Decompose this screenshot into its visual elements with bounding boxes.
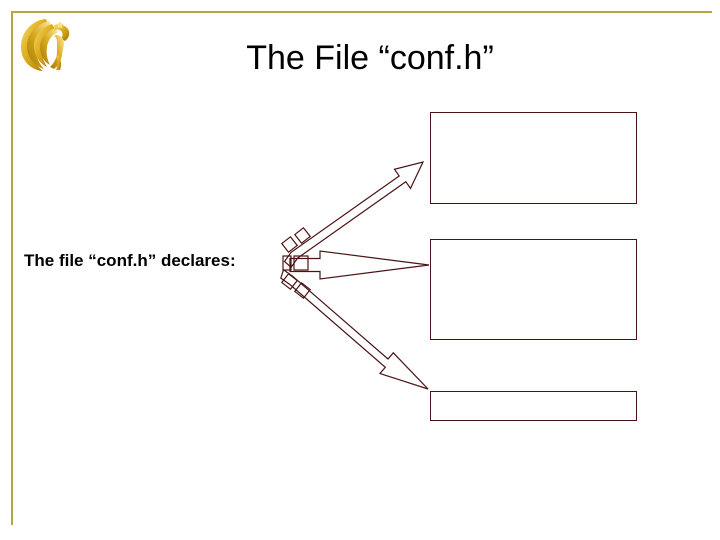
- content-box-1-text: [431, 113, 636, 125]
- frame-top-rule: [11, 11, 712, 13]
- frame-left-rule: [11, 11, 13, 525]
- content-box-1[interactable]: [430, 112, 637, 204]
- arrow-tail-segments: [280, 226, 312, 300]
- arrow-right-to-box-2: [289, 250, 430, 280]
- ucf-pegasus-logo: [16, 15, 72, 73]
- arrow-up-to-box-1: [283, 161, 425, 269]
- body-text-declares: The file “conf.h” declares:: [24, 251, 236, 270]
- content-box-3[interactable]: [430, 391, 637, 421]
- content-box-3-text: [431, 392, 636, 404]
- arrow-down-to-box-3: [280, 268, 429, 390]
- content-box-2-text: [431, 240, 636, 252]
- content-box-2[interactable]: [430, 239, 637, 340]
- page-title: The File “conf.h”: [246, 39, 494, 77]
